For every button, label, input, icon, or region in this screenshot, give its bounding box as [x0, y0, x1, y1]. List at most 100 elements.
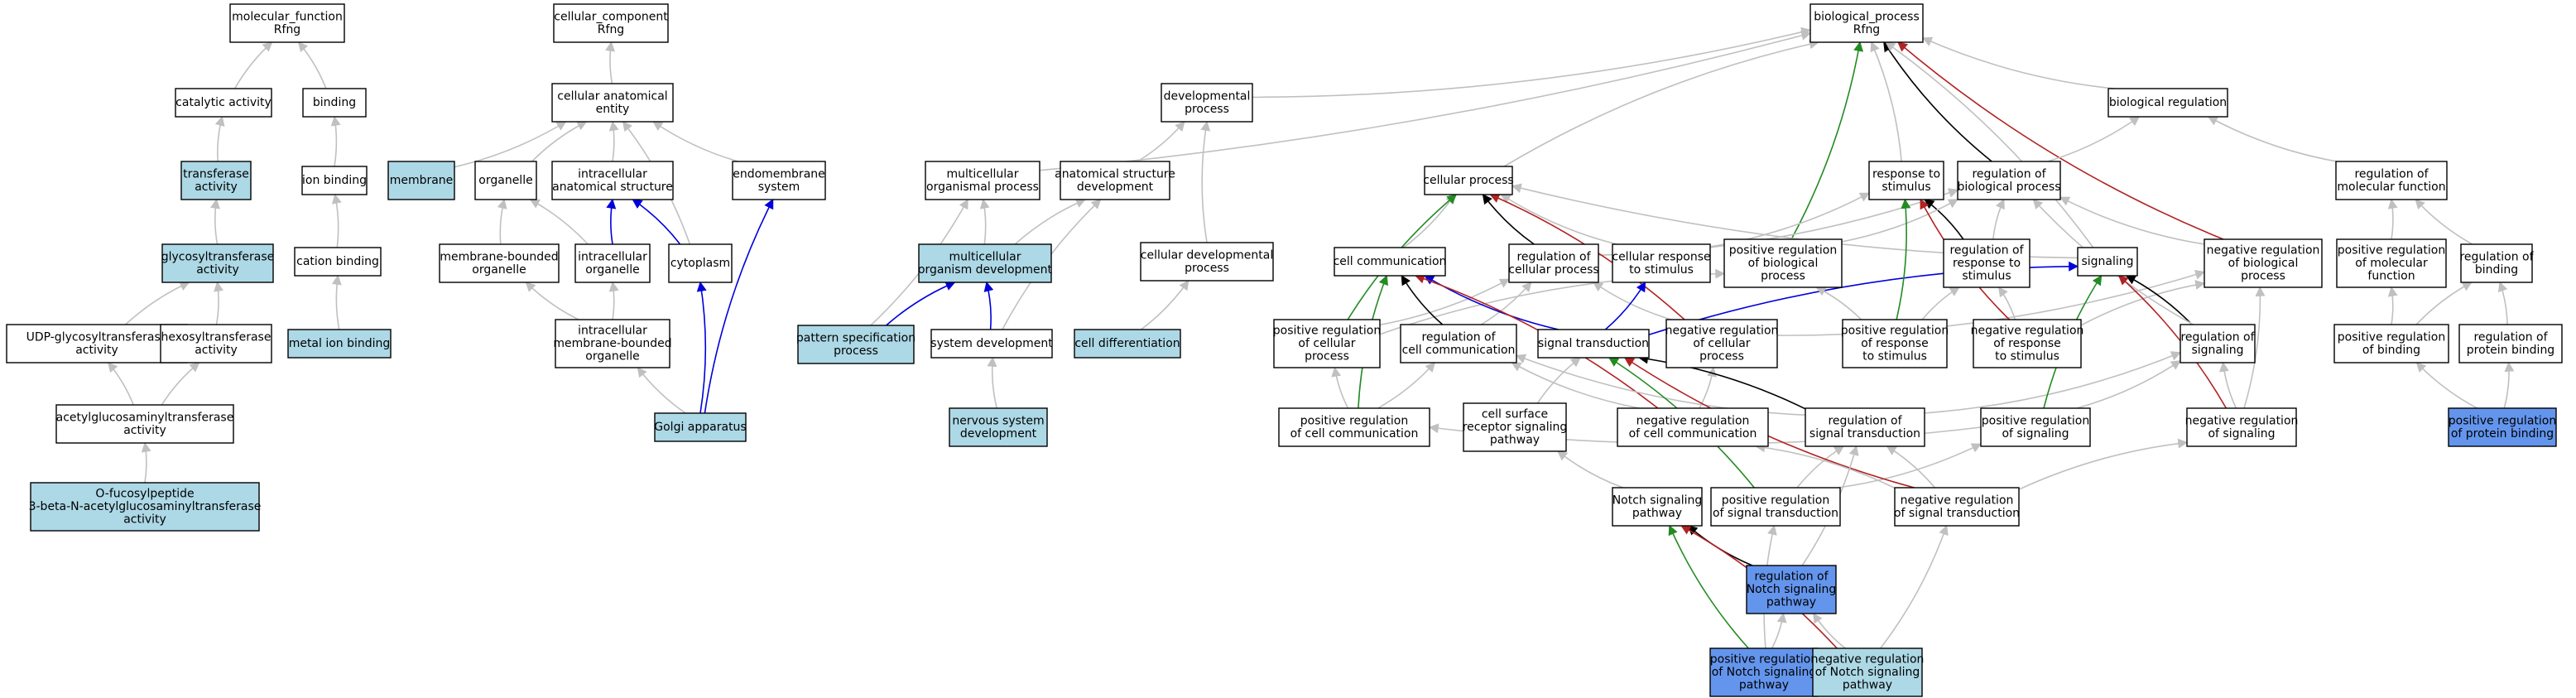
edge-is-a: [2503, 361, 2515, 409]
edge-is-a: [297, 41, 327, 89]
go-term-node[interactable]: binding: [302, 88, 367, 118]
node-label-line: process: [1761, 270, 1805, 283]
node-box: [918, 243, 1052, 283]
go-term-node[interactable]: cation binding: [294, 247, 382, 277]
edge-is-a: [214, 115, 225, 162]
node-label-line: regulation of: [2354, 167, 2429, 181]
node-label-line: of signal transduction: [1894, 507, 2020, 520]
go-term-node[interactable]: signaling: [2077, 247, 2138, 277]
go-term-node[interactable]: system development: [930, 329, 1053, 359]
node-label-line: positive regulation: [1710, 653, 1818, 667]
go-term-node[interactable]: cell differentiation: [1074, 329, 1181, 359]
node-label-line: biological process: [1958, 181, 2061, 194]
go-term-node[interactable]: cell communication: [1334, 247, 1447, 277]
go-term-node[interactable]: Golgi apparatus: [654, 412, 747, 442]
go-term-node[interactable]: cellular process: [1423, 166, 1514, 195]
edge-part-of: [606, 198, 617, 245]
node-box: [2336, 238, 2447, 288]
edge-is-a: [1870, 41, 1902, 162]
node-label-line: glycosyltransferase: [161, 250, 275, 263]
go-term-node[interactable]: biological regulation: [2107, 88, 2228, 118]
go-term-node[interactable]: ion binding: [301, 166, 368, 195]
node-label-line: O-fucosylpeptide: [95, 488, 194, 501]
node-label-line: regulation of: [1421, 330, 1496, 344]
go-term-node[interactable]: metal ion binding: [287, 329, 392, 359]
node-label-line: system: [758, 181, 800, 194]
edge-is-a: [1771, 612, 1787, 649]
edge-is-a: [1924, 351, 2182, 414]
go-term-node[interactable]: catalytic activity: [175, 88, 272, 118]
node-box: [1805, 407, 1925, 447]
go-term-node[interactable]: O-fucosylpeptide3-beta-N-acetylglucosami…: [29, 482, 262, 532]
node-label-line: negative regulation: [1665, 325, 1779, 338]
node-label-line: UDP-glycosyltransferase: [26, 330, 168, 344]
node-label-line: regulation of: [2473, 330, 2548, 344]
node-label-line: signaling: [2191, 344, 2243, 357]
go-term-node[interactable]: cytoplasm: [668, 243, 733, 283]
go-term-node[interactable]: organelle: [474, 161, 537, 200]
edge-is-a: [2415, 199, 2473, 245]
edge-is-a: [1039, 31, 1812, 171]
node-box: [1612, 487, 1703, 527]
edge-is-a: [1997, 286, 2016, 320]
go-term-node[interactable]: signal transduction: [1537, 329, 1650, 359]
node-label-line: transferase: [183, 167, 249, 181]
go-term-node[interactable]: membrane: [387, 161, 455, 200]
node-label-line: Rfng: [274, 23, 300, 36]
node-label-line: Rfng: [598, 23, 624, 36]
edge-is-a: [2387, 198, 2398, 240]
